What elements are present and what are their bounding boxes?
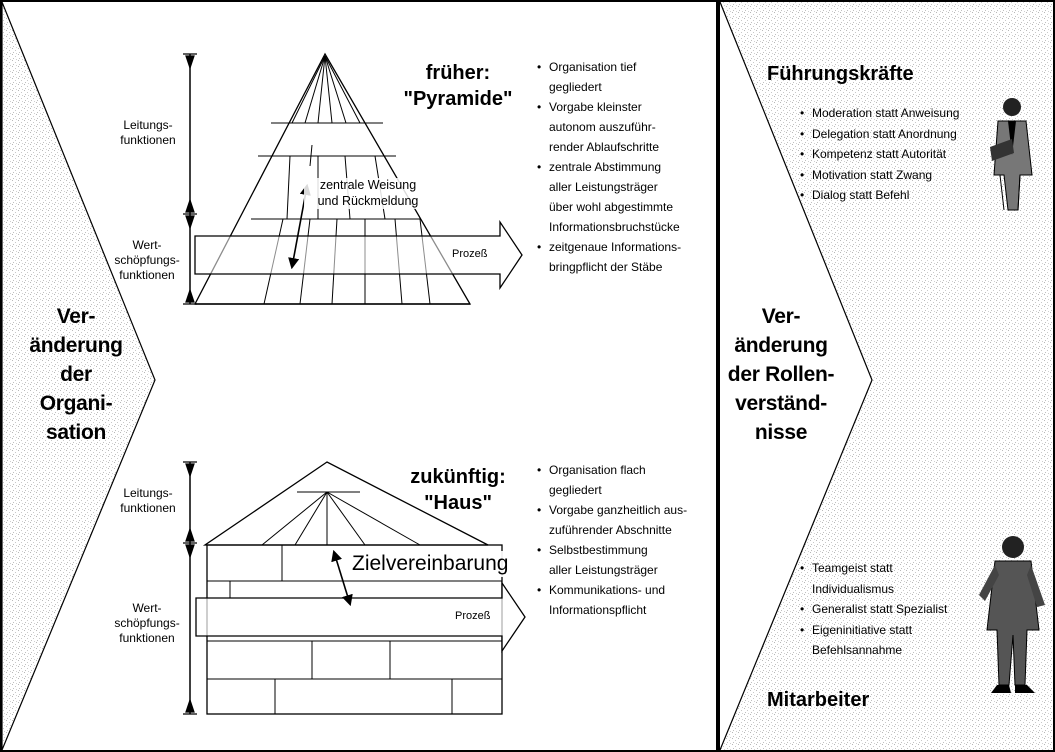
pyramid-center-annotation: zentrale Weisung und Rückmeldung <box>304 178 432 210</box>
pyramid-process-label: Prozeß <box>452 248 488 260</box>
pyramid-wert-label: Wert- schöpfungs- funktionen <box>114 238 180 282</box>
house-title: zukünftig: "Haus" <box>410 466 506 514</box>
leaders-bullet-list: Moderation statt Anweisung Delegation st… <box>800 103 959 206</box>
list-item: Delegation statt Anordnung <box>800 124 959 145</box>
manager-figure <box>990 98 1033 211</box>
list-item: Kompetenz statt Autorität <box>800 144 959 165</box>
house-process-label: Prozeß <box>455 610 491 622</box>
list-item: Dialog statt Befehl <box>800 185 959 206</box>
pyramid-leitung-label: Leitungs- funktionen <box>120 118 176 147</box>
worker-figure <box>979 536 1045 693</box>
house-leitung-label: Leitungs- funktionen <box>120 486 176 515</box>
list-item: zeitgenaue Informations-bringpflicht der… <box>537 237 681 277</box>
house-graphic <box>183 461 526 715</box>
house-wert-label: Wert- schöpfungs- funktionen <box>114 601 180 645</box>
list-item: Motivation statt Zwang <box>800 165 959 186</box>
leaders-heading: Führungskräfte <box>767 63 914 85</box>
right-chevron <box>719 1 873 751</box>
list-item: Moderation statt Anweisung <box>800 103 959 124</box>
list-item: Generalist statt Spezialist <box>800 599 947 620</box>
list-item: Vorgabe ganzheitlich aus-zuführender Abs… <box>537 500 687 540</box>
pyramid-graphic <box>183 52 523 305</box>
staff-heading: Mitarbeiter <box>767 689 870 711</box>
pyramid-title: früher: "Pyramide" <box>403 62 513 110</box>
left-chevron <box>1 1 156 751</box>
house-center-annotation: Zielvereinbarung <box>350 551 511 578</box>
organisation-change-label: Ver- änderung der Organi- sation <box>29 305 123 444</box>
roles-change-label: Ver- änderung der Rollen- verständ- niss… <box>727 305 835 444</box>
